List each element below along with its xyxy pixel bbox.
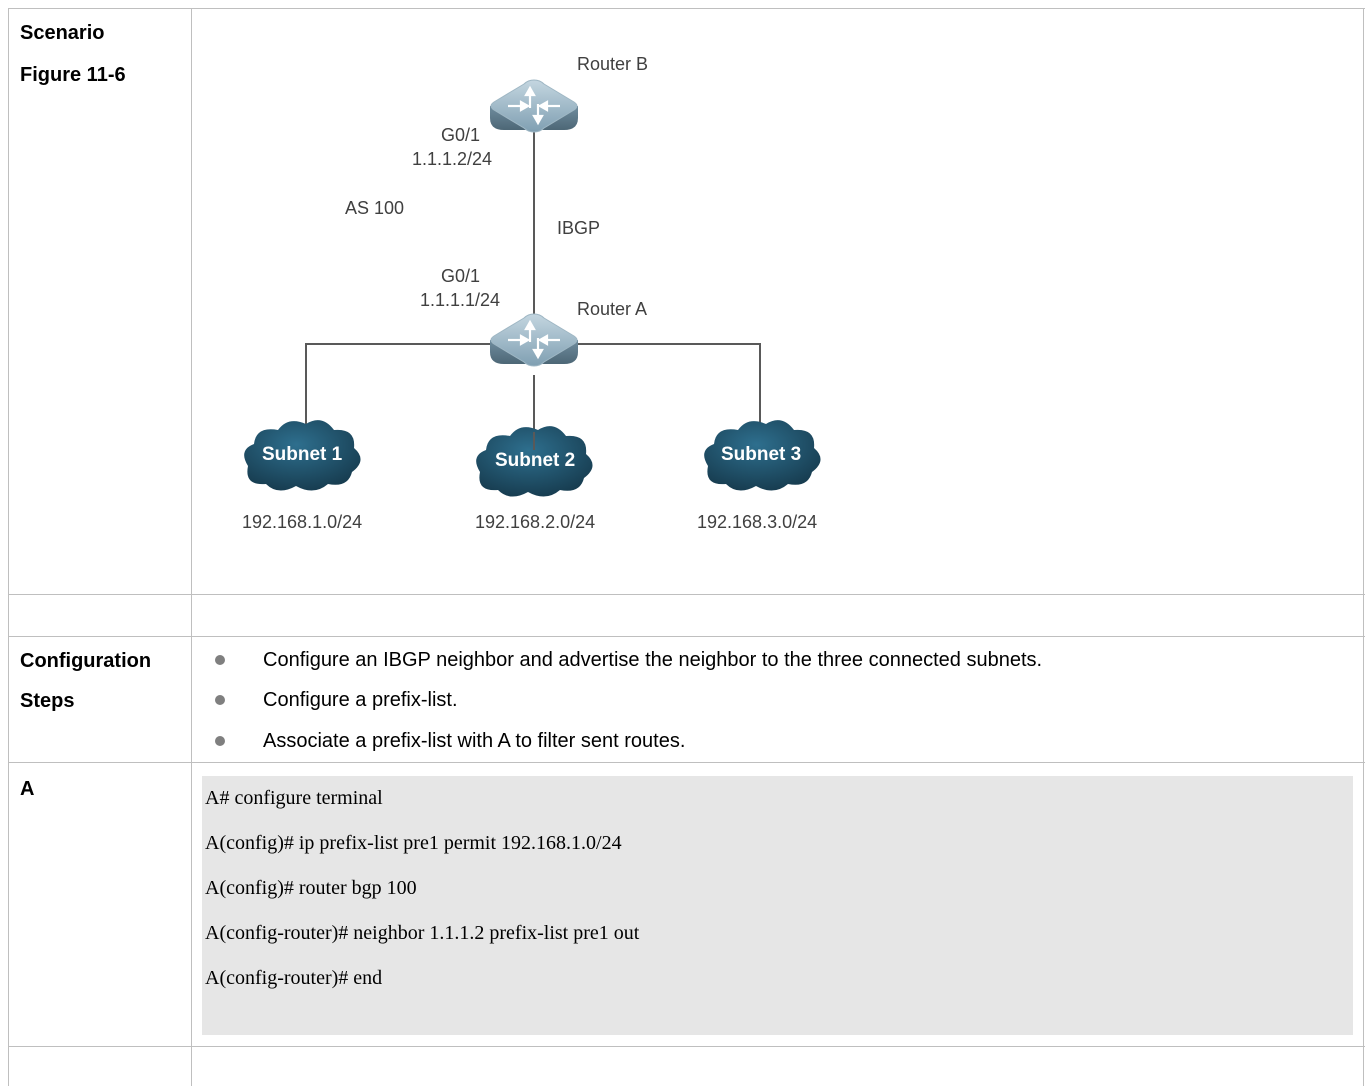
subnet-3-cloud-icon <box>704 420 821 491</box>
table-border <box>8 8 9 1086</box>
subnet-1-cloud-icon <box>244 420 361 491</box>
subnet-2-cloud-icon <box>476 426 593 497</box>
code-line: A(config)# router bgp 100 <box>205 877 417 899</box>
list-item: Associate a prefix-list with A to filter… <box>215 726 685 756</box>
subnet-3-network: 192.168.3.0/24 <box>697 512 818 532</box>
code-line: A(config-router)# neighbor 1.1.1.2 prefi… <box>205 922 640 944</box>
figure-label: Figure 11-6 <box>20 64 126 86</box>
router-a-ip: 1.1.1.1/24 <box>420 290 501 310</box>
bullet-icon <box>215 736 225 746</box>
configuration-label: Configuration <box>20 650 152 672</box>
code-line: A(config)# ip prefix-list pre1 permit 19… <box>205 832 622 854</box>
router-b-ip: 1.1.1.2/24 <box>412 149 493 169</box>
list-item: Configure a prefix-list. <box>215 685 458 715</box>
table-border <box>1363 8 1364 1086</box>
code-block <box>202 776 1353 1035</box>
network-diagram <box>244 79 821 497</box>
ibgp-label: IBGP <box>557 218 601 238</box>
step-text: Configure an IBGP neighbor and advertise… <box>263 648 1043 671</box>
step-text: Configure a prefix-list. <box>263 688 458 711</box>
table-border <box>8 594 1365 595</box>
links <box>305 118 761 432</box>
bullet-icon <box>215 655 225 665</box>
subnet-1-network: 192.168.1.0/24 <box>242 512 363 532</box>
router-b-port: G0/1 <box>441 125 481 145</box>
subnet-3-name: Subnet 3 <box>721 444 802 465</box>
subnet-1-name: Subnet 1 <box>262 444 343 465</box>
steps-label: Steps <box>20 690 75 712</box>
as-label: AS 100 <box>345 198 405 218</box>
router-a-icon <box>490 313 578 367</box>
router-b-icon <box>490 79 578 133</box>
code-line: A# configure terminal <box>205 787 383 809</box>
device-a-label: A <box>20 778 35 800</box>
subnet-2-name: Subnet 2 <box>495 450 576 471</box>
table-border <box>8 1046 1365 1047</box>
subnet-2-network: 192.168.2.0/24 <box>475 512 596 532</box>
list-item: Configure an IBGP neighbor and advertise… <box>215 645 1042 675</box>
table-border <box>8 8 1365 9</box>
bullet-icon <box>215 695 225 705</box>
link-subnet-3 <box>578 343 761 425</box>
router-a-label: Router A <box>577 299 648 319</box>
table-border <box>8 636 1365 637</box>
scenario-label: Scenario <box>20 22 105 44</box>
link-subnet-1 <box>305 343 490 425</box>
table-border <box>8 762 1365 763</box>
router-a-port: G0/1 <box>441 266 481 286</box>
step-text: Associate a prefix-list with A to filter… <box>263 729 686 752</box>
code-line: A(config-router)# end <box>205 967 383 989</box>
table-border <box>191 8 192 1086</box>
router-b-label: Router B <box>577 54 649 74</box>
